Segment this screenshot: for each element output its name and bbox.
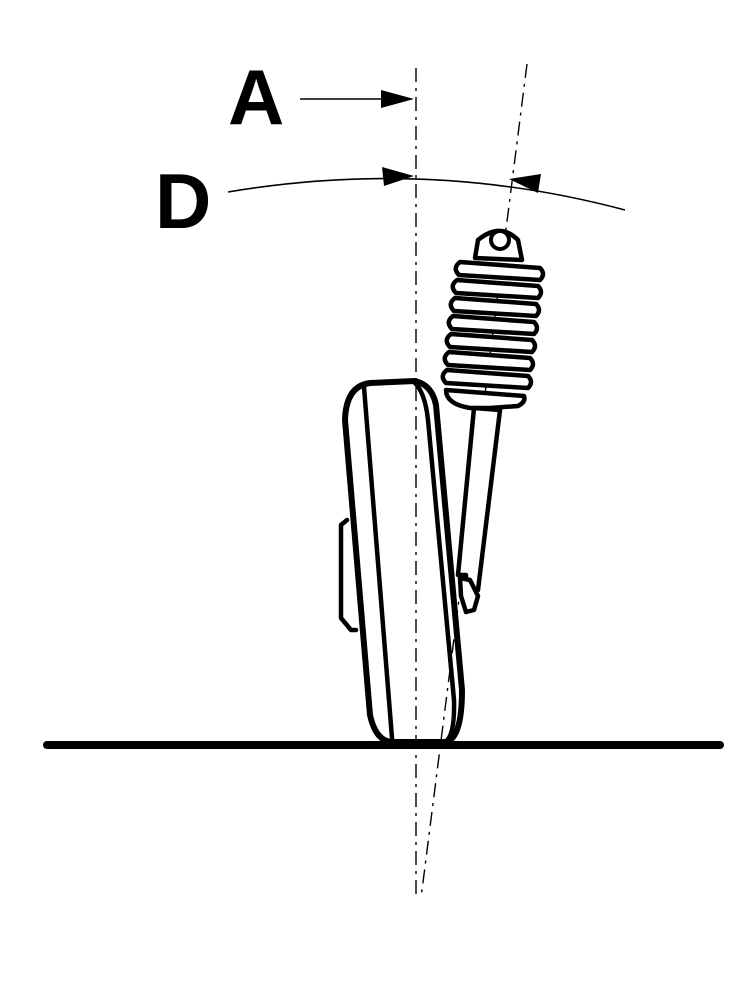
coil-spring (440, 259, 546, 391)
wheel (338, 378, 465, 745)
strut-bracket (457, 575, 481, 615)
mount-bolt (489, 229, 511, 251)
arrow-a-head (381, 90, 414, 108)
strut-axis-line (420, 63, 528, 899)
tyre-inner-line (361, 384, 395, 741)
strut-tube (455, 405, 503, 593)
label-d: D (155, 157, 211, 245)
spring-seat (443, 387, 527, 411)
label-a: A (228, 53, 284, 141)
arc-d (227, 177, 626, 211)
tyre-tread-line (411, 379, 457, 745)
tyre-outline (342, 378, 465, 745)
strut (440, 228, 546, 615)
arrow-d-left-head (382, 167, 414, 186)
arrow-d-right-head (509, 174, 541, 193)
wheel-hub (338, 517, 359, 633)
